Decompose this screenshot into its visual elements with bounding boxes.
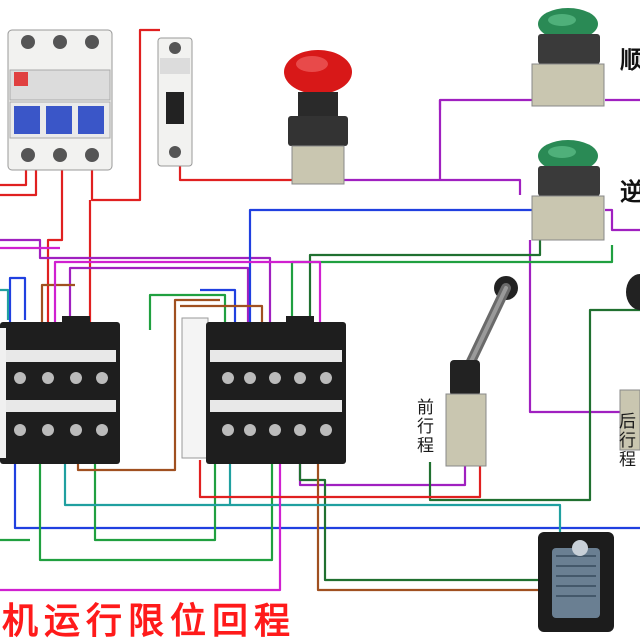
wire-green-3 bbox=[148, 293, 227, 330]
wire-teal-1 bbox=[0, 288, 10, 320]
wire-darkgreen-3 bbox=[428, 308, 640, 502]
wire-brown-3 bbox=[316, 460, 545, 592]
wire-blue-2 bbox=[8, 276, 27, 330]
wire-purple-5 bbox=[605, 208, 640, 232]
wire-teal-2 bbox=[63, 460, 232, 507]
diagram-title: 机运行限位回程 bbox=[2, 600, 297, 642]
wire-purple-7 bbox=[0, 238, 272, 340]
contactor-2 bbox=[181, 316, 346, 464]
wire-blue-3 bbox=[13, 460, 640, 530]
reverse-button-label: 逆 bbox=[620, 177, 640, 206]
wire-purple-8 bbox=[68, 266, 250, 340]
forward-button-label: 顺 bbox=[620, 45, 640, 74]
wire-brown-4 bbox=[40, 283, 75, 340]
wire-magenta-3 bbox=[0, 460, 282, 592]
wire-red-5 bbox=[178, 165, 300, 182]
wire-magenta-1 bbox=[53, 260, 322, 330]
front-limit-switch bbox=[445, 276, 518, 467]
wire-green-4 bbox=[290, 245, 614, 330]
rear-limit-switch bbox=[619, 274, 640, 451]
wire-red-2 bbox=[0, 165, 38, 197]
wire-red-1 bbox=[0, 165, 28, 187]
wire-brown-1 bbox=[76, 298, 220, 472]
wire-darkgreen-1 bbox=[308, 240, 542, 330]
front-limit-label: 前行程 bbox=[413, 398, 433, 455]
wire-blue-4 bbox=[200, 288, 237, 330]
motor bbox=[538, 532, 614, 632]
rear-limit-label: 后行程 bbox=[615, 412, 635, 469]
wire-green-2 bbox=[93, 460, 217, 542]
wire-purple-6 bbox=[528, 240, 640, 414]
wire-red-4 bbox=[90, 28, 160, 202]
circuit-breaker-1p bbox=[157, 37, 193, 167]
wire-green-1 bbox=[38, 460, 274, 562]
wire-purple-2 bbox=[438, 60, 547, 110]
wire-darkgreen-2 bbox=[298, 460, 545, 582]
reverse-push-button bbox=[531, 140, 605, 241]
forward-push-button bbox=[531, 8, 605, 107]
emergency-stop-button bbox=[284, 50, 352, 185]
wire-purple-1 bbox=[340, 178, 522, 195]
contactor-1 bbox=[0, 316, 120, 464]
circuit-breaker-3p bbox=[7, 29, 113, 171]
